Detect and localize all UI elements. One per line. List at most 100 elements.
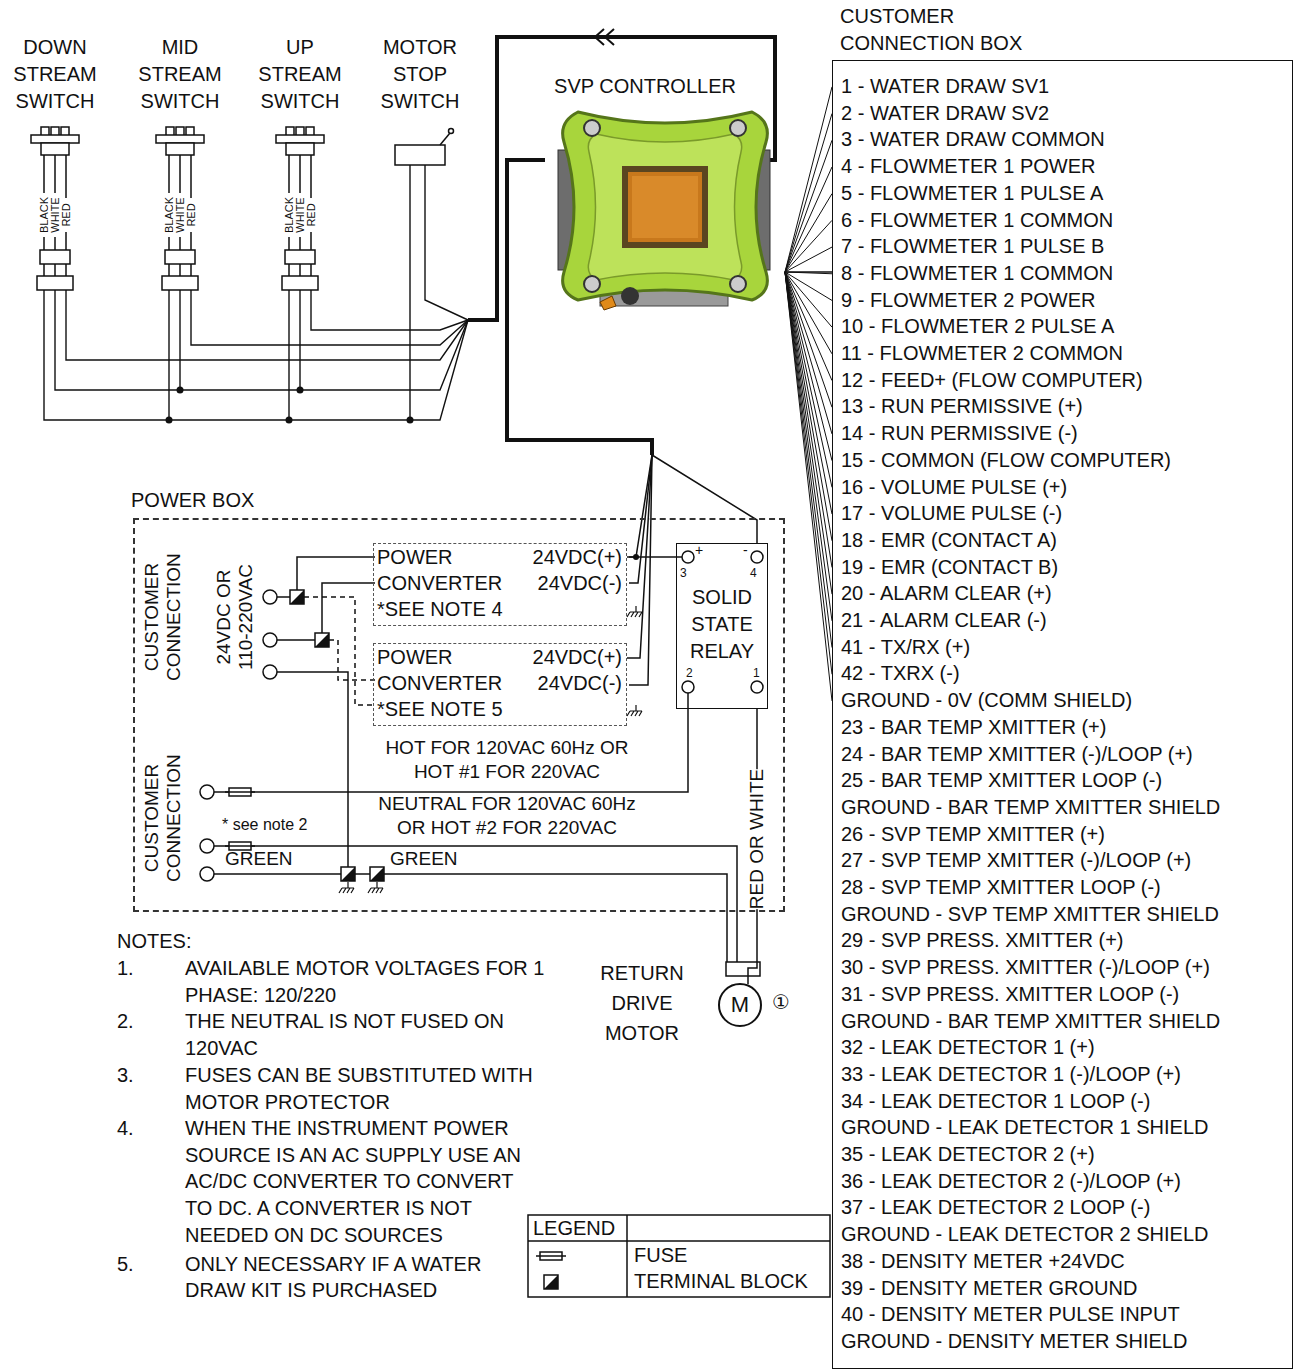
pin-label: - [743, 542, 748, 558]
legend-table [528, 1215, 830, 1297]
terminal-block-symbol [315, 633, 329, 647]
node-text: 24VDC(+) [533, 645, 622, 669]
node-text: 30 - SVP PRESS. XMITTER (-)/LOOP (+) [841, 954, 1210, 981]
terminal-fan-wire [785, 272, 832, 274]
node-text: 11 - FLOWMETER 2 COMMON [841, 340, 1123, 367]
controller-illustration [584, 120, 600, 136]
motor-plug [726, 962, 760, 976]
controller-illustration [730, 276, 746, 292]
relay-pin [751, 681, 763, 693]
legend-table [528, 1215, 830, 1297]
solid-state-relay: SOLID STATE RELAY+3-421 [676, 543, 768, 709]
node-text: 31 - SVP PRESS. XMITTER LOOP (-) [841, 981, 1179, 1008]
node-text: 5 - FLOWMETER 1 PULSE A [841, 180, 1103, 207]
wire-color-label: RED [185, 203, 198, 226]
terminal-fan-wire [785, 272, 832, 434]
wire-connector [507, 160, 652, 557]
terminal-fan-wire [785, 140, 832, 272]
terminal-block-symbol [290, 590, 304, 604]
node-text: SOLID STATE RELAY [681, 584, 763, 665]
terminal-fan-wire [785, 272, 832, 567]
node-text: GROUND - DENSITY METER SHIELD [841, 1328, 1187, 1355]
terminal-fan-wire [785, 220, 832, 272]
terminal-circle [263, 665, 277, 679]
controller-illustration [632, 176, 698, 238]
power-wiring [214, 455, 737, 962]
float-switch-symbol [156, 127, 204, 290]
direction-chevron [595, 29, 614, 45]
node-text: 10 - FLOWMETER 2 PULSE A [841, 313, 1114, 340]
node-text: 38 - DENSITY METER +24VDC [841, 1248, 1125, 1275]
node-text: GROUND - 0V (COMM SHIELD) [841, 687, 1132, 714]
switch-wiring [169, 165, 410, 420]
terminal-fan-wire [785, 272, 832, 594]
box-heading: CUSTOMER CONNECTION BOX [840, 3, 1040, 57]
terminal-fan-wire [785, 272, 832, 541]
wire-label: GREEN [225, 848, 293, 870]
junction-dot [297, 387, 304, 394]
float-switch-symbol [31, 127, 79, 290]
junction-dot [166, 387, 640, 561]
node-text: GROUND - BAR TEMP XMITTER SHIELD [841, 1008, 1220, 1035]
node-text: GROUND - LEAK DETECTOR 1 SHIELD [841, 1114, 1208, 1141]
node-text: 1 - WATER DRAW SV1 [841, 73, 1049, 100]
node-text: 24 - BAR TEMP XMITTER (-)/LOOP (+) [841, 741, 1193, 768]
power-wiring [322, 583, 375, 633]
relay-pin [682, 551, 763, 693]
terminal-circle [200, 839, 214, 853]
power-wiring [277, 596, 290, 598]
switch-label: MOTOR STOP SWITCH [370, 34, 470, 115]
node-text: 14 - RUN PERMISSIVE (-) [841, 420, 1078, 447]
terminal-list-box: CUSTOMER CONNECTION BOX1 - WATER DRAW SV… [832, 60, 1293, 1369]
wire-connector [785, 271, 832, 273]
node-text: GROUND - SVP TEMP XMITTER SHIELD [841, 901, 1219, 928]
controller-illustration [600, 296, 616, 310]
junction-dot [166, 417, 173, 424]
legend-text: FUSE [634, 1243, 687, 1267]
power-wiring [297, 557, 375, 590]
switch-wiring [191, 290, 468, 345]
cable-bundle [468, 37, 775, 455]
wire-label: HOT FOR 120VAC 60Hz OR HOT #1 FOR 220VAC [367, 736, 647, 784]
node-text: 23 - BAR TEMP XMITTER (+) [841, 714, 1106, 741]
node-text: 35 - LEAK DETECTOR 2 (+) [841, 1141, 1095, 1168]
note-text: NOTES: [117, 928, 191, 955]
node-text: POWER CONVERTER *SEE NOTE 5 [377, 644, 512, 722]
node-text: 15 - COMMON (FLOW COMPUTER) [841, 447, 1171, 474]
legend-text: TERMINAL BLOCK [634, 1269, 808, 1293]
note-text: AVAILABLE MOTOR VOLTAGES FOR 1 PHASE: 12… [185, 955, 575, 1008]
node-text: 37 - LEAK DETECTOR 2 LOOP (-) [841, 1194, 1150, 1221]
node-text: 24VDC(-) [538, 571, 622, 595]
node-text: 7 - FLOWMETER 1 PULSE B [841, 233, 1104, 260]
terminal-fan-wire [785, 87, 832, 272]
wire-color-label: RED [60, 203, 73, 226]
wire-label: RED OR WHITE [746, 768, 768, 908]
node-text: 17 - VOLUME PULSE (-) [841, 500, 1062, 527]
note-text: 4. [117, 1115, 134, 1142]
junction-dot [407, 417, 414, 424]
terminal-circle [263, 590, 277, 604]
node-text: 40 - DENSITY METER PULSE INPUT [841, 1301, 1180, 1328]
direction-chevron [595, 29, 614, 45]
controller-illustration [622, 166, 708, 248]
note-text: 5. [117, 1251, 134, 1278]
controller-illustration [621, 287, 639, 305]
node-text: 24VDC(-) [538, 671, 622, 695]
node-text: 6 - FLOWMETER 1 COMMON [841, 207, 1113, 234]
pin-label: 4 [750, 566, 757, 580]
controller-illustration [558, 112, 770, 310]
terminal-fan-wire [785, 272, 832, 514]
ground-symbol [627, 606, 642, 617]
legend-sample [536, 1252, 566, 1289]
node-text: 8 - FLOWMETER 1 COMMON [841, 260, 1113, 287]
fuse-symbol [225, 788, 255, 796]
wire-label: * see note 2 [222, 815, 307, 834]
wire-color-label: RED [305, 203, 318, 226]
terminal-fan-wire [785, 272, 832, 701]
switch-label: UP STREAM SWITCH [250, 34, 350, 115]
node-text: 36 - LEAK DETECTOR 2 (-)/LOOP (+) [841, 1168, 1181, 1195]
node-text: 42 - TXRX (-) [841, 660, 960, 687]
node-text: 4 - FLOWMETER 1 POWER [841, 153, 1095, 180]
node-text: GROUND - BAR TEMP XMITTER SHIELD [841, 794, 1220, 821]
node-text: 27 - SVP TEMP XMITTER (-)/LOOP (+) [841, 847, 1191, 874]
